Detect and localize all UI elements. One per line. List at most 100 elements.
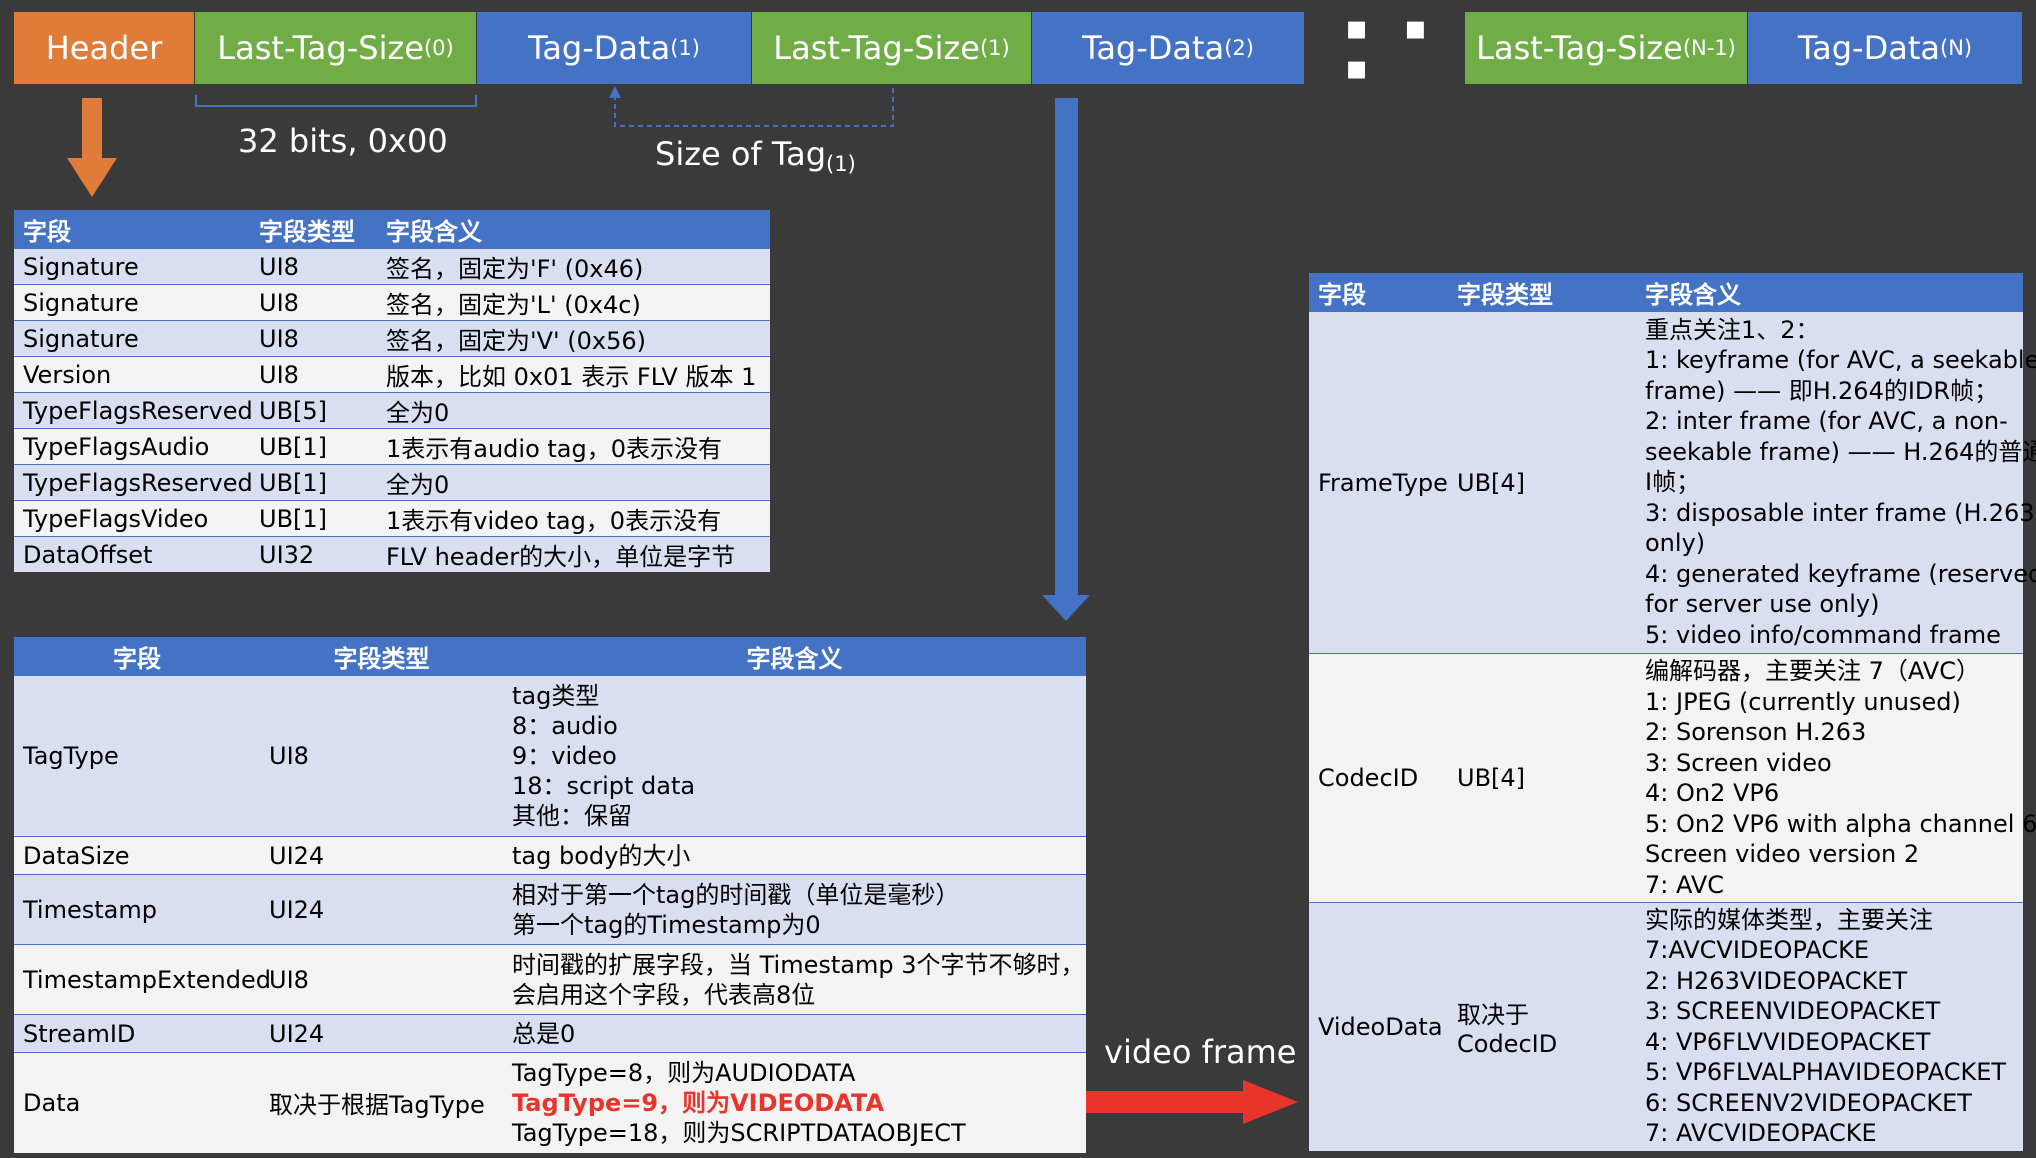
meaning-line: 4: VP6FLVVIDEOPACKET [1645, 1027, 1931, 1056]
orange-down-arrow [67, 98, 117, 197]
type-cell: UI32 [250, 536, 377, 572]
field-cell: Signature [14, 320, 250, 357]
meaning-line: 7:AVCVIDEOPACKE [1645, 936, 1870, 965]
meaning-line: 7: AVC [1645, 870, 1725, 899]
meaning-line: 2: inter frame (for AVC, a non- [1645, 407, 2008, 436]
meaning-line: Screen video version 2 [1645, 840, 1920, 868]
header-block: Header [14, 12, 195, 84]
meaning-line: only) [1645, 529, 1706, 558]
meaning-cell: 签名，固定为'L' (0x4c) [377, 284, 770, 321]
tag-data-2-block: Tag-Data(2) [1032, 12, 1305, 84]
field-cell: FrameType [1309, 311, 1448, 654]
meaning-line: TagType=9，则为VIDEODATA [512, 1088, 885, 1117]
meaning-line: 3: Screen video [1645, 748, 1832, 777]
block-label: Tag-Data [1797, 29, 1940, 67]
ellipsis: ▪ ▪ ▪ [1345, 8, 1439, 88]
meaning-line: 总是0 [512, 1019, 576, 1048]
meaning-line: 2: H263VIDEOPACKET [1645, 966, 1908, 995]
meaning-line: TagType=18，则为SCRIPTDATAOBJECT [512, 1118, 966, 1147]
meaning-cell: 1表示有video tag，0表示没有 [377, 500, 770, 537]
meaning-cell: 全为0 [377, 464, 770, 501]
type-cell: UB[1] [250, 428, 377, 465]
block-label: Last-Tag-Size [1476, 29, 1683, 67]
type-cell: UB[5] [250, 392, 377, 429]
field-cell: Timestamp [14, 874, 260, 945]
column-header: 字段含义 [1636, 273, 2023, 312]
meaning-line: 9：video [512, 742, 617, 770]
type-cell: UI8 [250, 284, 377, 321]
type-cell: UI24 [260, 1014, 503, 1053]
field-cell: DataOffset [14, 536, 250, 572]
meaning-line: 时间戳的扩展字段，当 Timestamp 3个字节不够时， [512, 950, 1085, 979]
field-cell: VideoData [1309, 902, 1448, 1151]
meaning-line: TagType=8，则为AUDIODATA [512, 1058, 856, 1087]
meaning-line: 会启用这个字段，代表高8位 [512, 980, 816, 1009]
meaning-line: 2: Sorenson H.263 [1645, 718, 1867, 746]
column-header: 字段 [14, 637, 260, 676]
meaning-line: tag类型 [512, 682, 600, 710]
column-header: 字段 [14, 210, 250, 249]
type-cell: UI8 [250, 356, 377, 393]
block-subscript: (2) [1224, 36, 1254, 60]
meaning-line: seekable frame) —— H.264的普通 [1645, 437, 2036, 466]
field-cell: Version [14, 356, 250, 393]
last-tag-size-0-block: Last-Tag-Size(0) [195, 12, 477, 84]
type-cell: UI8 [260, 944, 503, 1015]
type-cell: UI8 [250, 248, 377, 285]
block-subscript: (N-1) [1682, 36, 1736, 60]
meaning-line: 其他：保留 [512, 802, 632, 830]
dashed-arrow-head [609, 86, 621, 98]
meaning-line: 18：script data [512, 772, 696, 800]
block-subscript: (0) [423, 36, 454, 60]
meaning-cell: 相对于第一个tag的时间戳（单位是毫秒）第一个tag的Timestamp为0 [503, 874, 1086, 945]
field-cell: TypeFlagsAudio [14, 428, 250, 465]
column-header: 字段类型 [250, 210, 377, 249]
meaning-cell: 全为0 [377, 392, 770, 429]
meaning-line: I帧； [1645, 468, 1701, 497]
meaning-line: 1: keyframe (for AVC, a seekable [1645, 346, 2036, 375]
meaning-line: 相对于第一个tag的时间戳（单位是毫秒） [512, 880, 960, 909]
type-cell: UB[1] [250, 500, 377, 537]
meaning-cell: tag body的大小 [503, 836, 1086, 875]
field-cell: StreamID [14, 1014, 260, 1053]
size-bracket [195, 95, 477, 107]
block-subscript: (1) [979, 36, 1010, 60]
meaning-cell: 重点关注1、2：1: keyframe (for AVC, a seekable… [1636, 311, 2036, 654]
meaning-cell: 时间戳的扩展字段，当 Timestamp 3个字节不够时，会启用这个字段，代表高… [503, 944, 1086, 1015]
column-header: 字段类型 [1448, 273, 1636, 312]
block-subscript: (1) [670, 36, 700, 60]
field-cell: TypeFlagsReserved [14, 392, 253, 429]
bits-label: 32 bits, 0x00 [238, 122, 448, 160]
meaning-cell: 总是0 [503, 1014, 1086, 1053]
meaning-line: 3: disposable inter frame (H.263 [1645, 498, 2035, 527]
type-cell: UI24 [260, 874, 503, 945]
field-cell: Signature [14, 248, 250, 285]
type-cell: UB[1] [250, 464, 377, 501]
type-cell: 取决于CodecID [1448, 902, 1636, 1151]
size-of-tag-dashed-line [614, 88, 894, 127]
meaning-line: 编解码器，主要关注 7（AVC） [1645, 657, 1980, 685]
meaning-line: 重点关注1、2： [1645, 315, 1820, 344]
column-header: 字段类型 [260, 637, 503, 676]
meaning-line: tag body的大小 [512, 841, 691, 870]
meaning-line: for server use only) [1645, 590, 1880, 619]
field-cell: TagType [14, 675, 260, 837]
last-tag-size-1-block: Last-Tag-Size(1) [752, 12, 1032, 84]
column-header: 字段含义 [503, 637, 1086, 676]
header-label: Header [45, 29, 163, 67]
